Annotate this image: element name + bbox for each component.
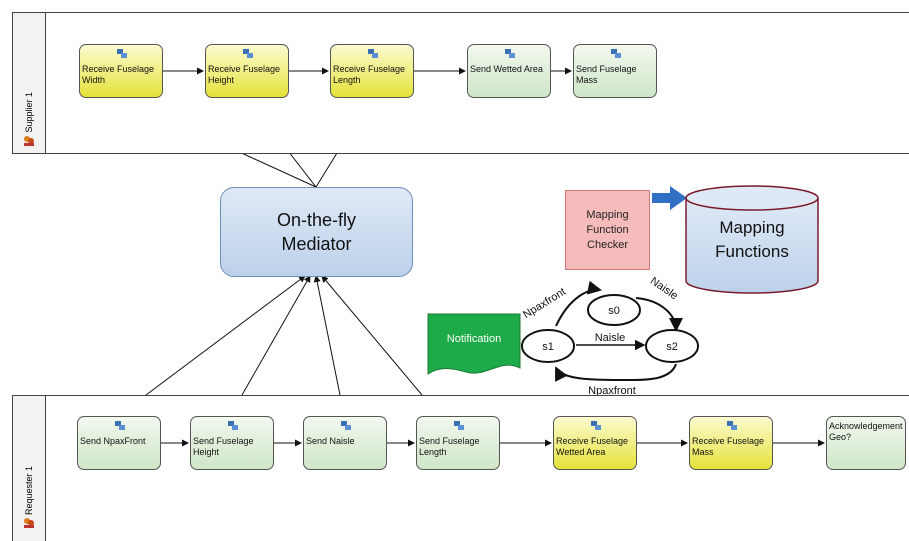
task-send-naisle[interactable]: Send Naisle (303, 416, 387, 470)
service-task-icon (228, 421, 238, 430)
service-task-icon (505, 49, 515, 58)
task-label: AcknowledgementGeo? (829, 421, 903, 442)
task-label: Send Naisle (306, 436, 355, 446)
service-task-icon (454, 421, 464, 430)
mapping-functions-cylinder (685, 185, 819, 294)
mapping-functions-label: Mapping Functions (715, 218, 789, 261)
notification-label: Notification (446, 333, 502, 345)
task-send-wetted-area[interactable]: Send Wetted Area (467, 44, 551, 98)
task-label: Receive Fuselage Wetted Area (556, 436, 629, 457)
task-receive-fuselage-mass[interactable]: Receive Fuselage Mass (689, 416, 773, 470)
state-s1 (521, 329, 575, 363)
task-receive-fuselage-length[interactable]: Receive Fuselage Length (330, 44, 414, 98)
task-label: Receive Fuselage Length (333, 64, 406, 85)
state-s0 (587, 294, 641, 326)
state-s1-label: s1 (542, 341, 554, 353)
service-task-icon (727, 421, 737, 430)
requester-to-mediator-edges (145, 275, 423, 396)
participant-icon (24, 518, 34, 528)
task-acknowledgement-geo[interactable]: AcknowledgementGeo? (826, 416, 906, 470)
service-task-icon (341, 421, 351, 430)
task-label: Receive Fuselage Mass (692, 436, 765, 457)
supplier-lane-header: Supplier 1 (13, 13, 46, 153)
task-send-fuselage-height[interactable]: Send Fuselage Height (190, 416, 274, 470)
service-task-icon (591, 421, 601, 430)
supplier-lane-label: Supplier 1 (24, 92, 34, 133)
task-receive-fuselage-width[interactable]: Receive Fuselage Width (79, 44, 163, 98)
task-label: Send Fuselage Length (419, 436, 480, 457)
service-task-icon (368, 49, 378, 58)
mapping-function-checker[interactable]: Mapping Function Checker (565, 190, 650, 270)
transition-label-s1-s2: Naisle (595, 332, 626, 344)
task-label: Receive Fuselage Height (208, 64, 281, 85)
task-receive-fuselage-height[interactable]: Receive Fuselage Height (205, 44, 289, 98)
state-s2-label: s2 (666, 341, 678, 353)
task-label: Receive Fuselage Width (82, 64, 155, 85)
state-s2 (645, 329, 699, 363)
checker-label: Mapping Function Checker (586, 208, 629, 251)
service-task-icon (243, 49, 253, 58)
transition-label-s0-s2: Naisle (648, 275, 680, 302)
transition-label-s2-s1: Npaxfront (588, 385, 636, 397)
task-send-npaxfront[interactable]: Send NpaxFront (77, 416, 161, 470)
task-label: Send Fuselage Height (193, 436, 254, 457)
requester-lane-header: Requester 1 (13, 396, 46, 541)
notification-shape (427, 313, 521, 375)
task-label: Send NpaxFront (80, 436, 146, 446)
blue-arrow-icon (652, 186, 687, 210)
task-receive-fuselage-wetted-area[interactable]: Receive Fuselage Wetted Area (553, 416, 637, 470)
task-label: Send Wetted Area (470, 64, 543, 74)
state-s0-label: s0 (608, 305, 620, 317)
service-task-icon (117, 49, 127, 58)
requester-lane-label: Requester 1 (24, 465, 34, 515)
task-send-fuselage-mass[interactable]: Send Fuselage Mass (573, 44, 657, 98)
service-task-icon (611, 49, 621, 58)
service-task-icon (115, 421, 125, 430)
state-machine (555, 280, 683, 382)
mediator-label: On-the-fly Mediator (276, 210, 357, 254)
on-the-fly-mediator[interactable]: On-the-fly Mediator (220, 187, 413, 277)
task-send-fuselage-length[interactable]: Send Fuselage Length (416, 416, 500, 470)
task-label: Send Fuselage Mass (576, 64, 637, 85)
participant-icon (24, 136, 34, 146)
